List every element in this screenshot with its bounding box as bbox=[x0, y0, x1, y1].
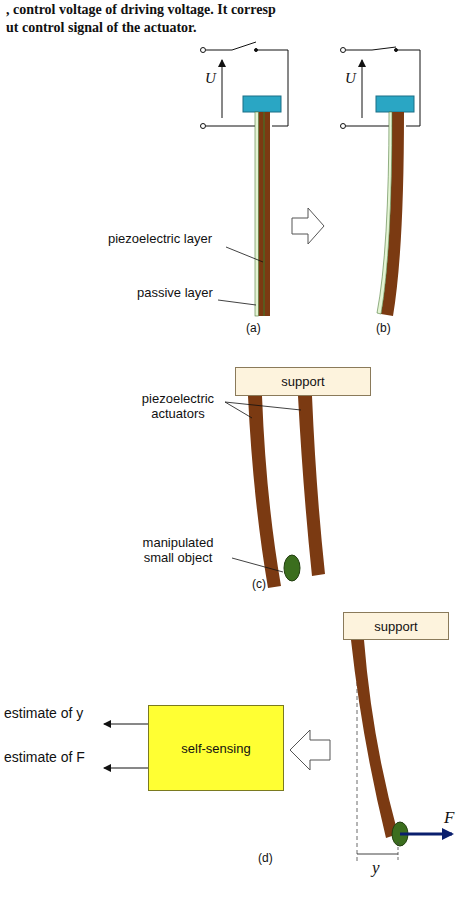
circuit-b bbox=[341, 47, 421, 129]
output-arrow bbox=[104, 724, 148, 725]
electrode bbox=[264, 112, 265, 316]
leader-line bbox=[226, 247, 263, 262]
actuator bbox=[248, 396, 281, 588]
small-object bbox=[284, 555, 300, 581]
panel-label: (d) bbox=[258, 852, 273, 866]
box-text: support bbox=[374, 619, 417, 634]
actuator bbox=[351, 640, 398, 838]
force-label: F bbox=[444, 808, 454, 828]
dimension-line bbox=[398, 842, 399, 862]
output-label: estimate of y bbox=[4, 705, 83, 721]
dimension-label: y bbox=[372, 858, 380, 878]
processing-box: self-sensing bbox=[148, 705, 284, 791]
transition-arrow bbox=[290, 730, 330, 770]
clamp bbox=[243, 96, 281, 112]
leader-line bbox=[232, 558, 283, 572]
transition-arrow bbox=[292, 208, 324, 244]
part-label: piezoelectric actuators bbox=[132, 392, 224, 422]
dimension-line bbox=[357, 854, 398, 855]
actuator bbox=[298, 396, 325, 576]
support-box: support bbox=[343, 612, 449, 640]
passive-layer bbox=[377, 112, 392, 314]
box-text: support bbox=[281, 374, 324, 389]
leader-line bbox=[225, 402, 301, 410]
clipped-text: ut control signal of the actuator. bbox=[6, 20, 197, 36]
output-arrow bbox=[104, 768, 148, 769]
panel-label: (b) bbox=[376, 322, 391, 336]
clipped-text: , control voltage of driving voltage. It… bbox=[6, 2, 276, 18]
voltage-label: U bbox=[345, 70, 356, 87]
leader-line bbox=[218, 300, 256, 305]
panel-label: (a) bbox=[246, 322, 261, 336]
cantilever-a bbox=[258, 112, 270, 316]
force-arrow bbox=[400, 833, 452, 836]
clamp bbox=[376, 96, 414, 112]
voltage-label: U bbox=[205, 70, 216, 87]
box-text: self-sensing bbox=[181, 741, 250, 756]
passive-layer bbox=[255, 112, 259, 316]
circuit-a bbox=[201, 42, 289, 129]
support-box: support bbox=[235, 367, 371, 396]
part-label: passive layer bbox=[137, 286, 213, 301]
part-label: piezoelectric layer bbox=[108, 232, 212, 247]
panel-label: (c) bbox=[252, 578, 266, 592]
part-label: manipulated small object bbox=[126, 536, 230, 566]
output-label: estimate of F bbox=[4, 749, 85, 765]
